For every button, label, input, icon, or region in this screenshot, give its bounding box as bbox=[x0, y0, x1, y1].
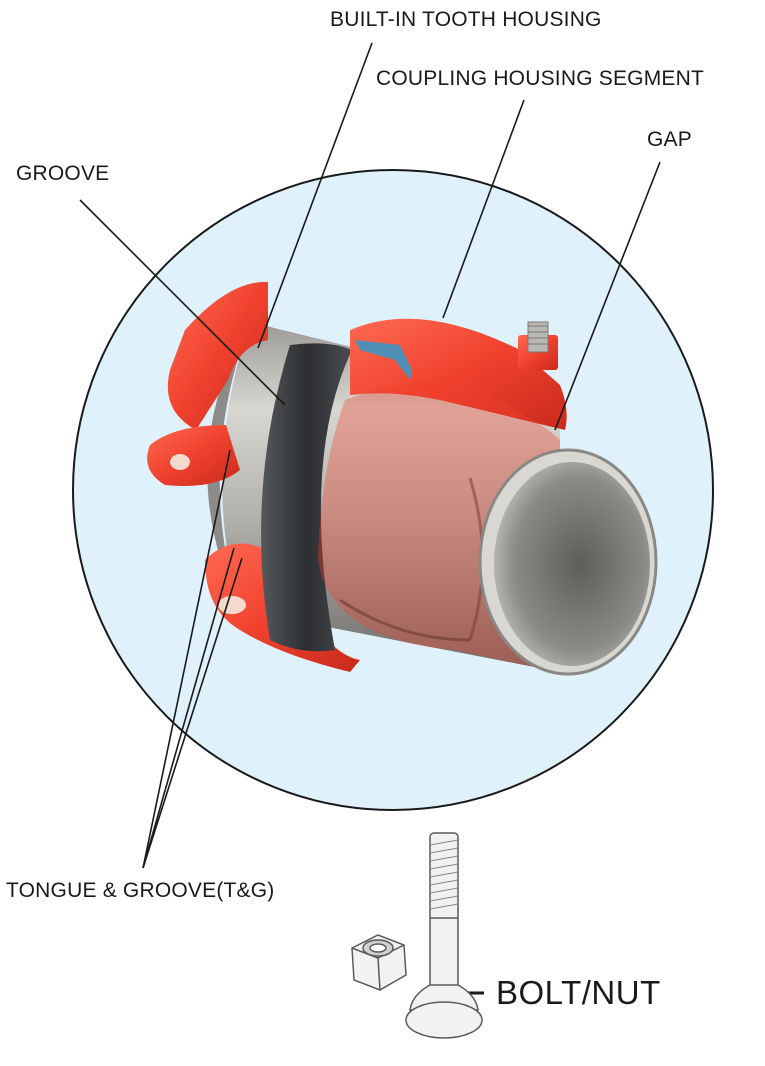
leader-tongue-groove-2 bbox=[142, 557, 243, 869]
label-coupling-housing-segment: COUPLING HOUSING SEGMENT bbox=[376, 67, 705, 90]
label-tongue-and-groove: TONGUE & GROOVE(T&G) bbox=[6, 879, 275, 902]
leader-lines bbox=[79, 42, 661, 995]
label-gap: GAP bbox=[647, 128, 692, 151]
grooved-pipe-coupling-icon bbox=[147, 281, 658, 676]
leader-groove bbox=[79, 199, 286, 406]
bolt-and-nut-icon bbox=[351, 832, 483, 1039]
leader-tongue-groove-1 bbox=[142, 449, 231, 869]
label-bolt-nut: BOLT/NUT bbox=[496, 974, 661, 1011]
label-built-in-tooth-housing: BUILT-IN TOOTH HOUSING bbox=[330, 8, 602, 31]
leader-coupling-housing-segment bbox=[442, 99, 525, 319]
leader-tongue-groove-3 bbox=[142, 547, 235, 869]
leader-gap bbox=[554, 161, 661, 431]
label-groove: GROOVE bbox=[16, 162, 110, 185]
leader-built-in-tooth-housing bbox=[257, 42, 373, 349]
